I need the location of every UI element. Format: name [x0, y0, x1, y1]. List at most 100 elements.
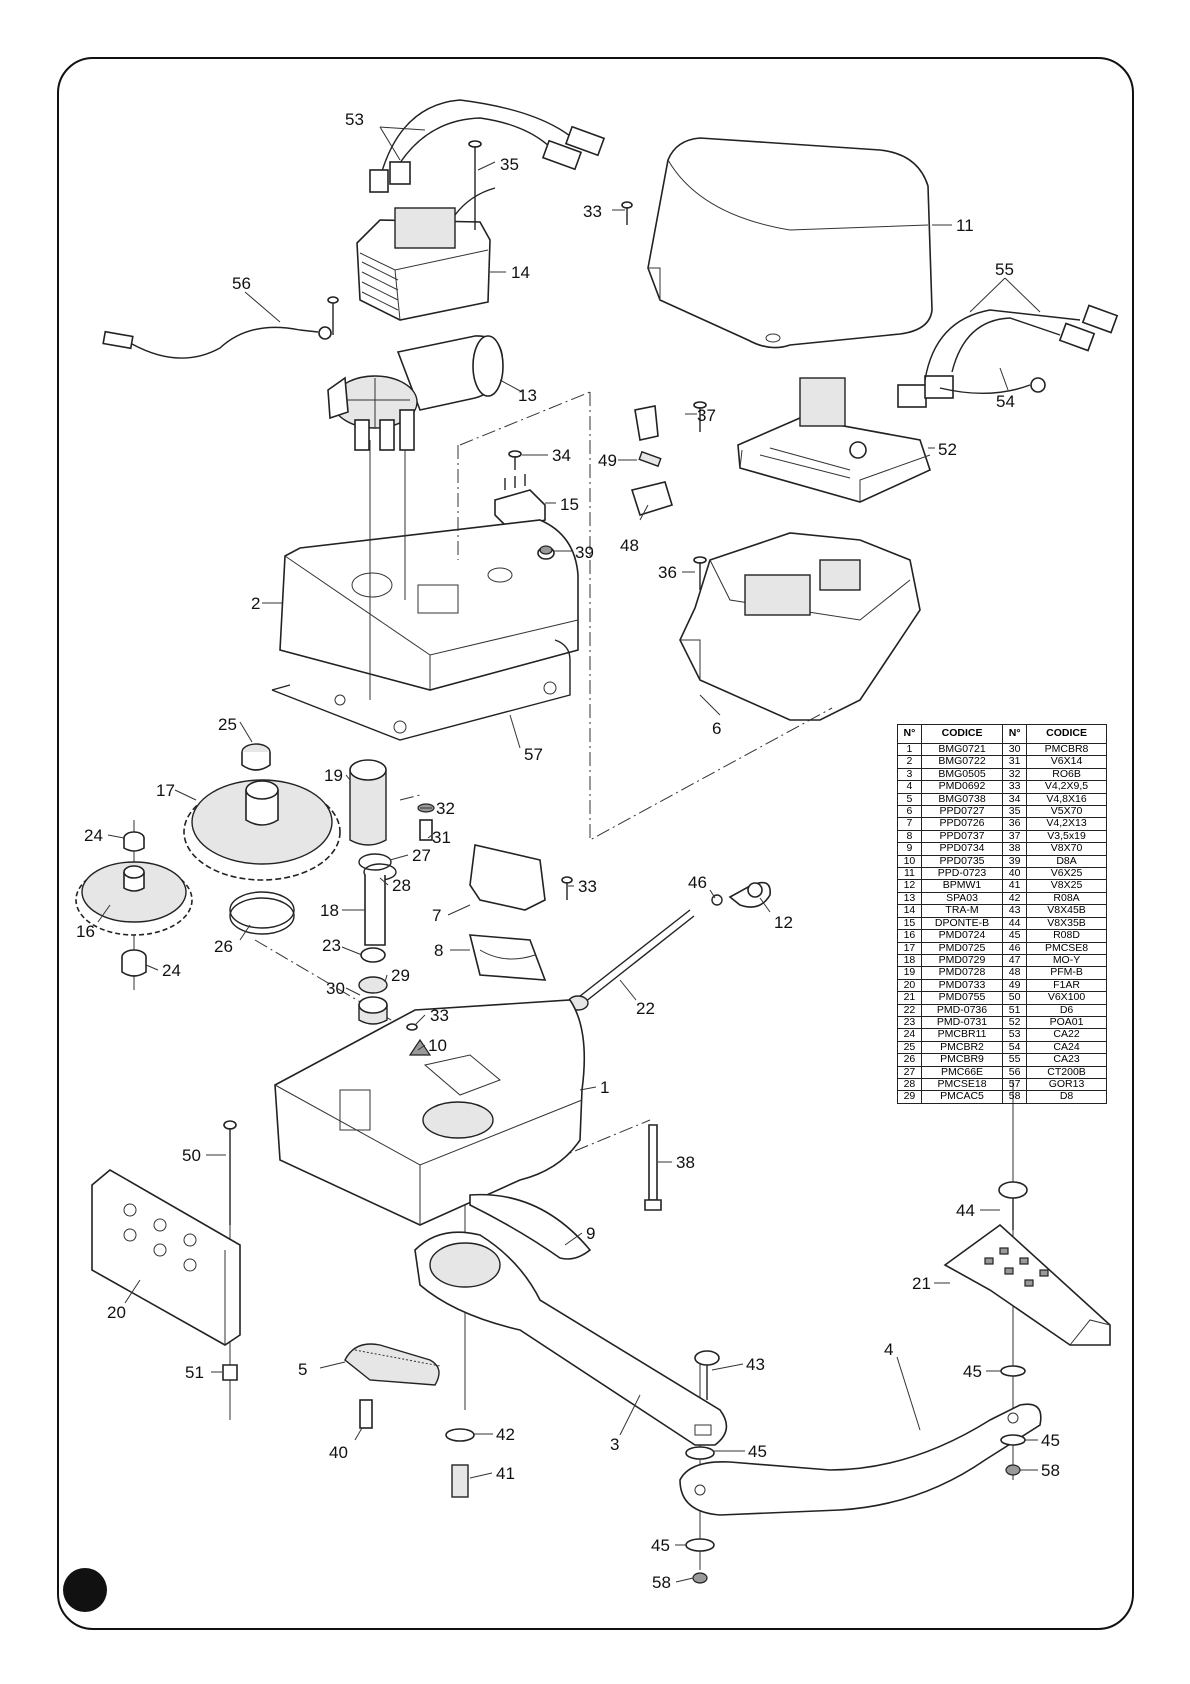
callout-37: 37	[697, 406, 716, 425]
header-code-1: CODICE	[920, 724, 1004, 744]
callout-41: 41	[496, 1464, 515, 1483]
callout-17: 17	[156, 781, 175, 800]
part-rectifier	[494, 450, 546, 531]
part-code-cell: PPD-0723	[920, 867, 1004, 881]
part-number-cell: 2	[897, 755, 922, 769]
callout-18: 18	[320, 901, 339, 920]
part-code-cell: R08D	[1026, 929, 1107, 943]
part-number-cell: 24	[897, 1028, 922, 1042]
part-code-cell: PMD-0736	[920, 1003, 1004, 1017]
part-lever-arm	[414, 1231, 728, 1446]
part-number-cell: 23	[897, 1015, 922, 1030]
part-number-cell: 44	[1002, 916, 1028, 931]
part-code-cell: PMCBR2	[920, 1040, 1004, 1055]
callout-49: 49	[598, 451, 617, 470]
part-code-cell: CT200B	[1026, 1065, 1107, 1079]
part-code-cell: PMD0729	[920, 953, 1004, 968]
callout-10: 10	[428, 1036, 447, 1055]
header-num-1: N°	[897, 724, 922, 744]
part-number-cell: 47	[1002, 953, 1028, 968]
part-number-cell: 3	[897, 767, 922, 782]
part-code-cell: TRA-M	[920, 904, 1004, 918]
part-number-cell: 48	[1002, 966, 1028, 980]
part-number-cell: 1	[897, 742, 922, 757]
callout-33-bottom: 33	[430, 1006, 449, 1025]
part-number-cell: 28	[897, 1077, 922, 1092]
part-number-cell: 31	[1002, 755, 1028, 769]
callout-45-right-top: 45	[963, 1362, 982, 1381]
callout-40: 40	[329, 1443, 348, 1462]
part-number-cell: 26	[897, 1053, 922, 1067]
callout-55: 55	[995, 260, 1014, 279]
part-code-cell: DPONTE-B	[920, 916, 1004, 931]
callout-21: 21	[912, 1274, 931, 1293]
part-code-cell: D8	[1026, 1090, 1107, 1104]
callout-24-bottom: 24	[162, 961, 181, 980]
part-connector-48	[630, 401, 707, 517]
part-number-cell: 51	[1002, 1003, 1028, 1017]
part-code-cell: PMD0755	[920, 991, 1004, 1005]
part-code-cell: V8X45B	[1026, 904, 1107, 918]
part-code-cell: V4,2X13	[1026, 817, 1107, 831]
callout-26: 26	[214, 937, 233, 956]
part-cable-53	[369, 99, 606, 193]
part-code-cell: V6X25	[1026, 867, 1107, 881]
callout-52: 52	[938, 440, 957, 459]
page-border	[57, 57, 1134, 1630]
leader-lines	[97, 126, 1041, 1583]
callout-34: 34	[552, 446, 571, 465]
callout-16: 16	[76, 922, 95, 941]
part-number-cell: 37	[1002, 829, 1028, 844]
part-number-cell: 15	[897, 916, 922, 931]
part-code-cell: PPD0734	[920, 842, 1004, 856]
part-code-cell: V8X25	[1026, 879, 1107, 893]
callout-48: 48	[620, 536, 639, 555]
part-code-cell: D6	[1026, 1003, 1107, 1017]
part-number-cell: 33	[1002, 780, 1028, 794]
part-code-cell: PMD0733	[920, 978, 1004, 993]
part-number-cell: 58	[1002, 1090, 1028, 1104]
part-board-housing	[679, 532, 921, 721]
callout-1: 1	[600, 1078, 609, 1097]
callout-33-middle: 33	[578, 877, 597, 896]
part-code-cell: BPMW1	[920, 879, 1004, 893]
callout-25: 25	[218, 715, 237, 734]
part-code-cell: PFM-B	[1026, 966, 1107, 980]
callout-2: 2	[251, 594, 260, 613]
part-number-cell: 22	[897, 1003, 922, 1017]
part-number-cell: 40	[1002, 867, 1028, 881]
part-code-cell: PPD0727	[920, 805, 1004, 819]
callout-42: 42	[496, 1425, 515, 1444]
part-number-cell: 10	[897, 854, 922, 869]
callout-13: 13	[518, 386, 537, 405]
part-number-cell: 50	[1002, 991, 1028, 1005]
part-control-board	[737, 375, 954, 503]
part-code-cell: V3,5x19	[1026, 829, 1107, 844]
callout-58-right: 58	[1041, 1461, 1060, 1480]
callout-11: 11	[956, 216, 974, 235]
part-number-cell: 35	[1002, 805, 1028, 819]
part-code-cell: PMCBR11	[920, 1028, 1004, 1042]
part-code-cell: V5X70	[1026, 805, 1107, 819]
part-code-cell: V4,2X9,5	[1026, 780, 1107, 794]
callout-56: 56	[232, 274, 251, 293]
part-number-cell: 32	[1002, 767, 1028, 782]
part-sector-gear	[344, 1343, 441, 1386]
callout-35: 35	[500, 155, 519, 174]
callout-27: 27	[412, 846, 431, 865]
fasteners	[222, 201, 1028, 1584]
part-brackets	[468, 844, 547, 981]
part-plates	[408, 1038, 592, 1260]
page-marker-dot	[63, 1568, 107, 1612]
part-motor	[327, 335, 504, 451]
callout-45-arm: 45	[748, 1442, 767, 1461]
